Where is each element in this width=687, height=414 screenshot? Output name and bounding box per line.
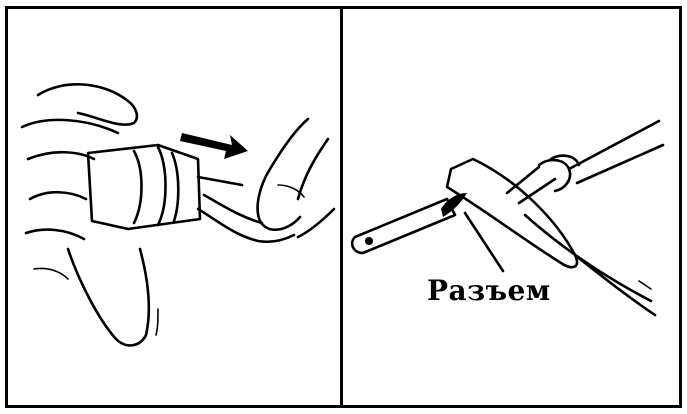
- hand-pulling-connector-icon: [8, 9, 340, 405]
- connector-closeup-icon: [343, 9, 679, 405]
- left-panel: [8, 9, 340, 405]
- connector-label: Разъем: [427, 277, 551, 305]
- right-panel: [343, 9, 679, 405]
